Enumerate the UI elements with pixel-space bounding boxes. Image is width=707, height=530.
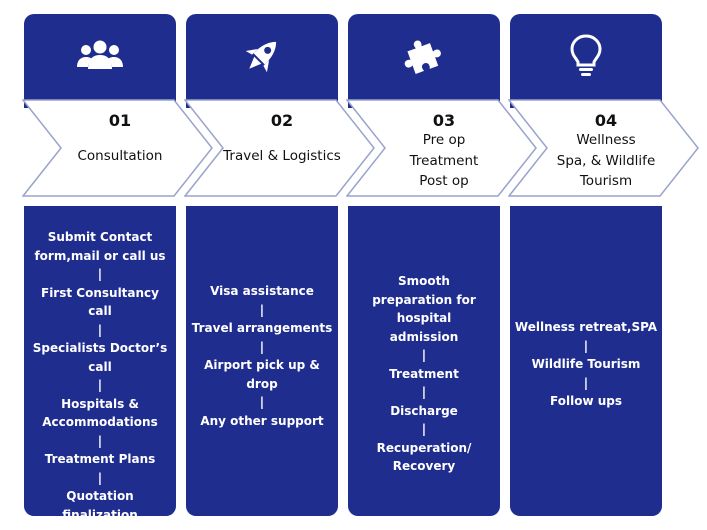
step-2-item-2: Travel arrangements bbox=[191, 321, 333, 335]
separator: | bbox=[97, 322, 103, 337]
step-chevron-4: 04 Wellness Spa, & Wildlife Tourism bbox=[508, 99, 700, 197]
puzzle-piece-icon bbox=[404, 40, 441, 74]
step-items-1: Submit Contact form,mail or call us | Fi… bbox=[28, 228, 172, 524]
separator: | bbox=[583, 375, 589, 390]
step-3-item-3: Discharge bbox=[390, 403, 458, 418]
step-4-item-2: Wildlife Tourism bbox=[531, 357, 641, 371]
separator: | bbox=[259, 339, 265, 354]
chevron-shape bbox=[508, 99, 699, 197]
rocket-icon bbox=[245, 41, 277, 73]
step-2-item-1: Visa assistance bbox=[210, 284, 314, 298]
separator: | bbox=[583, 338, 589, 353]
step-3-item-4: Recuperation/ Recovery bbox=[376, 440, 472, 474]
step-1-item-4: Hospitals & Accommodations bbox=[42, 396, 158, 430]
separator: | bbox=[421, 348, 427, 362]
step-3-item-2: Treatment bbox=[389, 366, 459, 381]
step-title: Wellness Spa, & Wildlife Tourism bbox=[556, 132, 656, 189]
separator: | bbox=[97, 267, 103, 281]
step-details-2: Visa assistance | Travel arrangements | … bbox=[186, 206, 338, 516]
separator: | bbox=[421, 422, 427, 436]
step-items-2: Visa assistance | Travel arrangements | … bbox=[190, 282, 334, 430]
chevron-shape bbox=[22, 99, 213, 197]
lightbulb-icon bbox=[570, 34, 602, 76]
step-1-item-2: First Consultancy call bbox=[41, 285, 159, 319]
chevron-shape bbox=[184, 99, 375, 197]
step-header-4 bbox=[510, 14, 662, 108]
step-title: Consultation bbox=[77, 148, 163, 164]
step-title: Pre op Treatment Post op bbox=[409, 132, 479, 189]
separator: | bbox=[259, 395, 265, 409]
step-4-item-1: Wellness retreat,SPA bbox=[514, 320, 658, 334]
step-chevron-3: 03 Pre op Treatment Post op bbox=[346, 99, 538, 197]
step-1-item-6: Quotation finalization bbox=[62, 489, 138, 522]
step-title: Travel & Logistics bbox=[223, 148, 341, 164]
step-number: 02 bbox=[270, 111, 294, 130]
separator: | bbox=[97, 378, 103, 392]
step-1-item-1: Submit Contact form,mail or call us bbox=[34, 230, 166, 263]
separator: | bbox=[97, 470, 103, 485]
chevron-text-2: 02 Travel & Logistics bbox=[202, 99, 362, 197]
separator: | bbox=[97, 433, 103, 448]
step-header-2 bbox=[186, 14, 338, 108]
chevron-text-3: 03 Pre op Treatment Post op bbox=[364, 99, 524, 197]
step-number: 03 bbox=[432, 111, 456, 130]
step-items-4: Wellness retreat,SPA | Wildlife Tourism … bbox=[514, 318, 658, 411]
step-3-item-1: Smooth preparation for hospital admissio… bbox=[372, 274, 476, 344]
step-2-item-3: Airport pick up & drop bbox=[204, 358, 320, 391]
step-2-item-4: Any other support bbox=[200, 413, 324, 428]
step-chevron-1: 01 Consultation bbox=[22, 99, 214, 197]
step-chevron-2: 02 Travel & Logistics bbox=[184, 99, 376, 197]
step-header-3 bbox=[348, 14, 500, 108]
step-header-1 bbox=[24, 14, 176, 108]
step-details-3: Smooth preparation for hospital admissio… bbox=[348, 206, 500, 516]
step-column-1: Submit Contact form,mail or call us | Fi… bbox=[24, 14, 176, 524]
users-group-icon bbox=[77, 40, 123, 69]
step-1-item-3: Specialists Doctor’s call bbox=[32, 341, 168, 374]
step-column-3: Smooth preparation for hospital admissio… bbox=[348, 14, 500, 524]
step-4-item-3: Follow ups bbox=[550, 394, 622, 408]
separator: | bbox=[421, 385, 427, 399]
step-number: 01 bbox=[108, 111, 132, 130]
step-column-4: Wellness retreat,SPA | Wildlife Tourism … bbox=[510, 14, 662, 524]
step-items-3: Smooth preparation for hospital admissio… bbox=[352, 272, 496, 476]
chevron-text-1: 01 Consultation bbox=[40, 99, 200, 197]
step-column-2: Visa assistance | Travel arrangements | … bbox=[186, 14, 338, 524]
step-number: 04 bbox=[594, 111, 618, 130]
chevron-text-4: 04 Wellness Spa, & Wildlife Tourism bbox=[526, 99, 686, 197]
step-details-4: Wellness retreat,SPA | Wildlife Tourism … bbox=[510, 206, 662, 516]
step-1-item-5: Treatment Plans bbox=[44, 452, 156, 466]
step-details-1: Submit Contact form,mail or call us | Fi… bbox=[24, 206, 176, 522]
separator: | bbox=[259, 302, 265, 317]
chevron-shape bbox=[346, 99, 537, 197]
